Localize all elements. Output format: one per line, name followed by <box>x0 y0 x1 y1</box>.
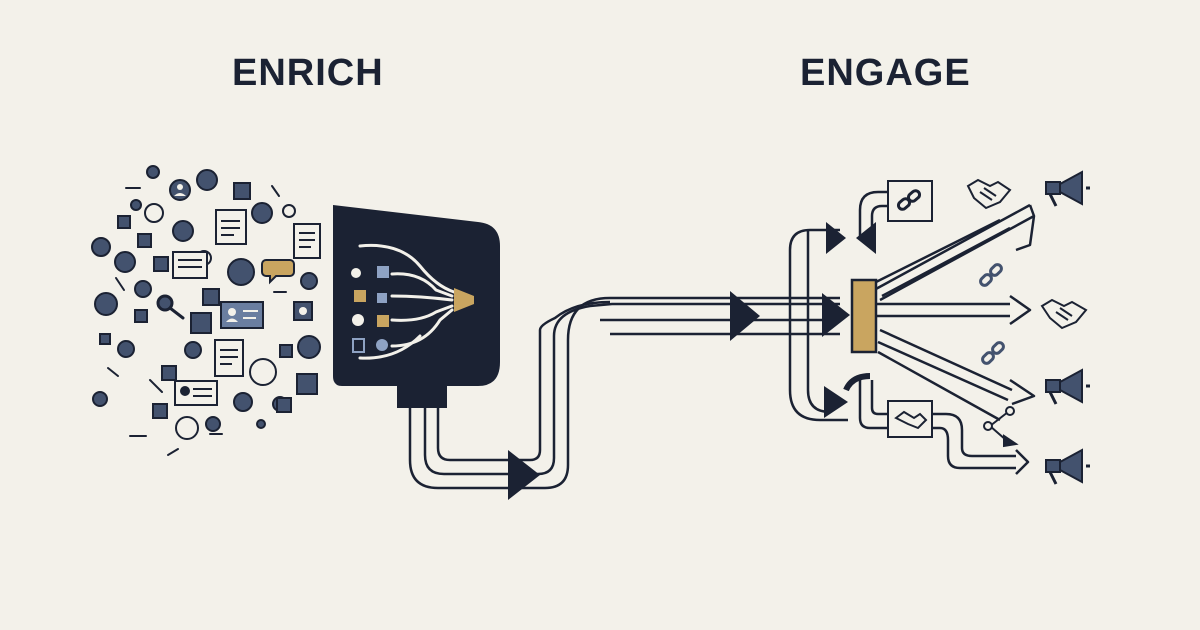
link-icon <box>979 263 1003 287</box>
person-card-icon <box>169 179 313 329</box>
engage-heading: ENGAGE <box>800 52 971 94</box>
megaphone-icon <box>1045 368 1090 405</box>
megaphone-icon <box>1045 448 1090 485</box>
main-pipe <box>408 296 840 490</box>
share-node-icon <box>983 406 1019 448</box>
link-icon <box>887 180 933 222</box>
handshake-icon <box>1040 298 1088 330</box>
handshake-icon <box>966 178 1012 210</box>
document-icon <box>172 209 321 406</box>
gold-manifold <box>850 278 878 354</box>
speech-bubble-icon <box>261 259 295 285</box>
handshake-icon <box>887 400 933 438</box>
enrich-heading: ENRICH <box>232 52 384 94</box>
magnifier-icon <box>156 294 185 320</box>
output-arrowheads <box>1009 294 1036 475</box>
link-icon <box>981 341 1005 365</box>
megaphone-icon <box>1045 170 1090 207</box>
processor-unit <box>333 205 500 408</box>
flow-arrow <box>508 291 760 500</box>
valve <box>822 222 876 418</box>
